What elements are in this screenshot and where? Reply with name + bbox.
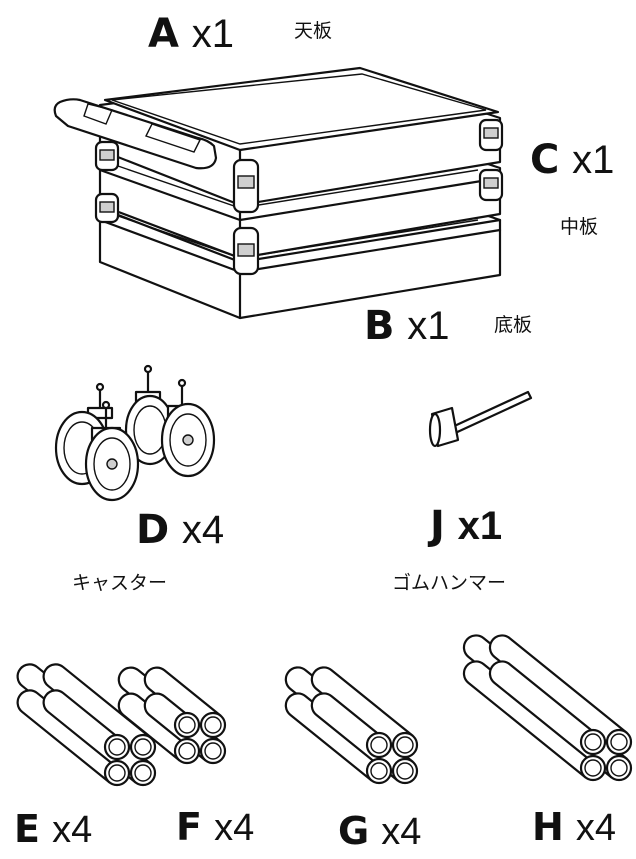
part-c-label: C x1 — [530, 140, 614, 180]
pole-tube-hole — [108, 764, 126, 782]
pole-tube-hole — [178, 742, 196, 760]
part-c-qty: x1 — [572, 138, 615, 182]
pole-tube-hole — [396, 762, 414, 780]
part-b-name: 底板 — [494, 314, 533, 336]
part-a-label: A x1 — [148, 14, 234, 54]
part-g-letter: G — [338, 809, 370, 853]
pole-tube-hole — [610, 759, 628, 777]
part-b-label: B x1 — [364, 306, 449, 346]
part-c-letter: C — [530, 137, 560, 183]
pole-tube-body — [42, 689, 152, 784]
part-a-letter: A — [148, 11, 179, 57]
part-h-qty: x4 — [575, 807, 617, 849]
part-j-letter: J — [430, 503, 445, 549]
pole-tube-hole — [370, 762, 388, 780]
part-e-label: E x4 — [14, 810, 92, 849]
part-e-letter: E — [14, 807, 40, 851]
part-b-letter: B — [364, 303, 395, 349]
part-f-qty: x4 — [214, 807, 255, 849]
pole-tube-body — [117, 692, 196, 762]
pole-tube-hole — [134, 764, 152, 782]
rubber-mallet-illustration — [428, 390, 533, 448]
part-a-qty: x1 — [191, 12, 234, 56]
pole-tube-body — [488, 634, 628, 753]
pole-tube-hole — [610, 733, 628, 751]
pole-tube-body — [16, 689, 126, 784]
leg-connectors — [94, 118, 504, 276]
part-b-qty: x1 — [407, 304, 450, 348]
pole-tube-hole — [108, 738, 126, 756]
part-h-letter: H — [532, 805, 564, 849]
part-d-qty: x4 — [181, 508, 225, 552]
top-board — [53, 66, 502, 207]
part-a-name: 天板 — [294, 20, 333, 42]
part-d-name: キャスター — [72, 572, 168, 594]
pole-tube-hole — [204, 716, 222, 734]
pole-tube-body — [310, 666, 414, 756]
pole-bundle-f — [117, 666, 227, 765]
caster-wheels-illustration — [54, 364, 216, 502]
pole-tube-body — [42, 663, 152, 758]
pole-tube-hole — [134, 738, 152, 756]
pole-tube-hole — [584, 759, 602, 777]
pole-tube-body — [143, 666, 222, 736]
pole-tube-body — [284, 692, 388, 782]
pole-tube-hole — [178, 716, 196, 734]
pole-tube-hole — [396, 736, 414, 754]
part-j-name: ゴムハンマー — [392, 572, 507, 594]
pole-tube-body — [310, 692, 414, 782]
part-f-letter: F — [176, 805, 202, 849]
part-d-label: D x4 — [136, 510, 224, 550]
pole-tube-hole — [584, 733, 602, 751]
pole-bundle-g — [284, 666, 419, 785]
pole-bundle-h — [462, 634, 633, 782]
part-d-letter: D — [136, 507, 170, 553]
part-g-label: G x4 — [338, 812, 421, 851]
pole-bundle-e — [16, 663, 157, 787]
part-c-name: 中板 — [560, 216, 599, 238]
pole-tube-body — [462, 660, 602, 779]
pole-bundle-illustration — [16, 634, 633, 787]
part-e-qty: x4 — [52, 809, 93, 851]
part-f-label: F x4 — [176, 808, 254, 847]
part-j-qty: x1 — [457, 504, 503, 548]
part-j-label: J x1 — [430, 506, 502, 546]
pole-tube-hole — [204, 742, 222, 760]
pole-tube-hole — [370, 736, 388, 754]
part-g-qty: x4 — [381, 811, 422, 853]
part-h-label: H x4 — [532, 808, 616, 847]
